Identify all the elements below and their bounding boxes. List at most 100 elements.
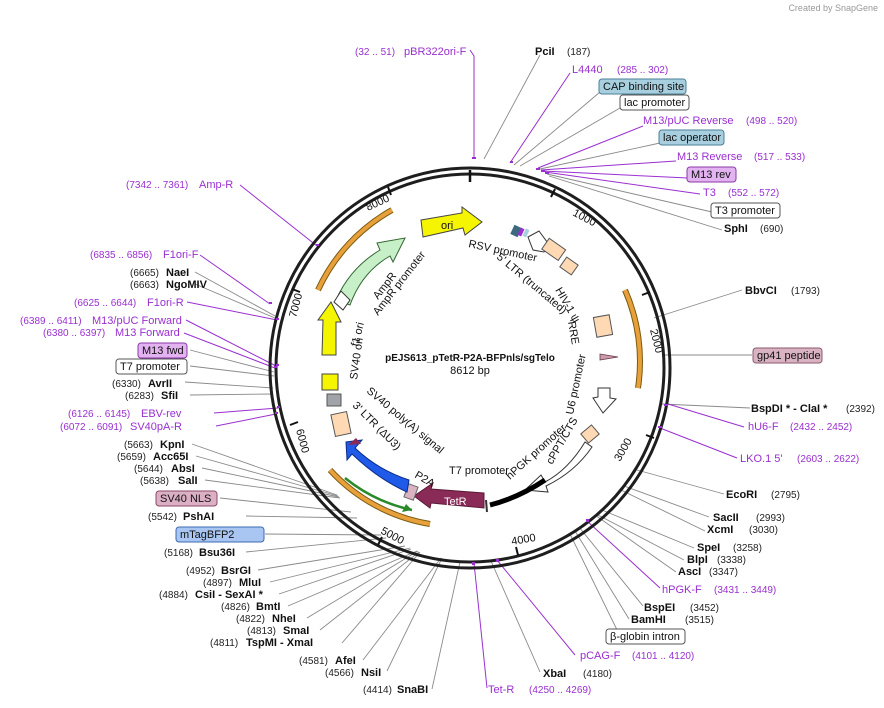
enzyme-pos: (6663) <box>130 280 159 291</box>
nls-marker <box>348 438 361 445</box>
primer-pos: (552 .. 572) <box>728 188 779 199</box>
enzyme-pos: (4414) <box>363 685 392 696</box>
enzyme-pos: (3347) <box>709 567 738 578</box>
enzyme-label: BsrGI <box>221 565 251 577</box>
primer-label: F1ori-F <box>163 249 199 261</box>
enzyme-label: CsiI - SexAI * <box>195 589 264 601</box>
tick-5000 <box>377 536 383 546</box>
position-ticks <box>289 170 655 556</box>
enzyme-pos: (3452) <box>690 603 719 614</box>
enzyme-label: TspMI - XmaI <box>246 637 313 649</box>
primer-label: M13 Reverse <box>677 151 742 163</box>
enzyme-label: MluI <box>239 577 261 589</box>
enzyme-pos: (5168) <box>164 548 193 559</box>
enzyme-label: NheI <box>272 613 296 625</box>
enzyme-pos: (3515) <box>685 615 714 626</box>
feature-box-label: CAP binding site <box>603 81 684 93</box>
hiv-psi-box <box>559 256 579 276</box>
primer-label: pBR322ori-F <box>404 46 467 58</box>
primer-label: F1ori-R <box>147 297 184 309</box>
enzyme-label: SalI <box>178 475 198 487</box>
enzyme-label: SacII <box>713 512 739 524</box>
enzyme-label: PciI <box>535 46 555 58</box>
tetr-label: TetR <box>444 496 467 508</box>
enzyme-label: NaeI <box>166 267 189 279</box>
tick-2000 <box>641 291 651 296</box>
primer-pos: (2432 .. 2452) <box>790 422 852 433</box>
primer-label: M13/pUC Reverse <box>643 115 733 127</box>
primer-pos: (517 .. 533) <box>754 152 805 163</box>
primer-pos: (285 .. 302) <box>617 65 668 76</box>
enzyme-pos: (4581) <box>299 656 328 667</box>
feature-box-gp41 <box>752 347 823 364</box>
enzyme-label: AvrII <box>148 378 172 390</box>
enzyme-label: AscI <box>678 566 701 578</box>
primer-pos: (2603 .. 2622) <box>797 454 859 465</box>
tick-label-2000: 2000 <box>647 328 665 355</box>
feature-box-label: M13 fwd <box>142 345 184 357</box>
enzyme-pos: (5659) <box>117 452 146 463</box>
t7-promoter-inner-label: T7 promoter <box>449 465 509 477</box>
feature-box-label: SV40 NLS <box>160 493 211 505</box>
enzyme-pos: (4813) <box>247 626 276 637</box>
enzyme-pos: (3030) <box>749 525 778 536</box>
feature-box-label: lac promoter <box>624 97 685 109</box>
outer-labels: (32 .. 51) pBR322ori-F PciI (187) L4440 … <box>20 46 875 696</box>
tetr-arrow <box>413 481 485 509</box>
primer-label: Amp-R <box>199 179 233 191</box>
primer-label: Tet-R <box>488 684 514 696</box>
enzyme-pos: (690) <box>760 224 783 235</box>
feature-box-t3prom <box>710 202 781 219</box>
sv40-ori-label: SV40 ori <box>348 337 366 380</box>
primer-label: hU6-F <box>748 421 779 433</box>
enzyme-pos: (2392) <box>846 404 875 415</box>
tick-3000 <box>645 434 655 439</box>
feature-box-lacprom <box>619 94 690 111</box>
top-small-features <box>510 224 530 238</box>
feature-box-label: mTagBFP2 <box>180 529 234 541</box>
bfp-arrow <box>345 439 410 493</box>
enzyme-pos: (4884) <box>159 590 188 601</box>
feature-box-label: T7 promoter <box>120 361 180 373</box>
backbone-outer <box>268 166 672 570</box>
enzyme-pos: (4822) <box>236 614 265 625</box>
tick-8000 <box>387 186 392 196</box>
primer-label: LKO.1 5' <box>740 453 782 465</box>
enzyme-pos: (2795) <box>771 490 800 501</box>
enzyme-pos: (187) <box>567 47 590 58</box>
plasmid-size: 8612 bp <box>450 365 490 377</box>
enzyme-pos: (4180) <box>583 669 612 680</box>
enzyme-pos: (6283) <box>125 391 154 402</box>
tick-7000 <box>291 288 301 293</box>
primer-label: L4440 <box>572 64 603 76</box>
enzyme-pos: (5663) <box>124 440 153 451</box>
orange-arc-right <box>623 289 642 389</box>
primer-label: EBV-rev <box>141 408 182 420</box>
primer-label: SV40pA-R <box>130 421 182 433</box>
feature-box-lacop <box>658 129 725 146</box>
enzyme-label: NgoMIV <box>166 279 208 291</box>
enzyme-label: SnaBI <box>397 684 428 696</box>
t7-tick <box>485 499 488 513</box>
primer-label: M13 Forward <box>115 327 180 339</box>
cppt-box <box>580 424 600 444</box>
enzyme-label: KpnI <box>160 439 184 451</box>
primer-pos: (32 .. 51) <box>355 47 395 58</box>
u6-promoter-label: U6 promoter <box>564 353 589 416</box>
enzyme-pos: (4952) <box>186 566 215 577</box>
primer-label: M13/pUC Forward <box>92 315 182 327</box>
enzyme-label: XbaI <box>543 668 566 680</box>
feature-box-m13rev <box>686 166 737 183</box>
enzyme-label: BamHI <box>631 614 666 626</box>
orange-feature-arcs <box>315 207 643 527</box>
enzyme-label: SpeI <box>697 542 720 554</box>
primer-pos: (4250 .. 4269) <box>529 685 591 696</box>
primer-pos: (3431 .. 3449) <box>714 585 776 596</box>
enzyme-label: BbvCI <box>745 285 777 297</box>
primer-markers <box>269 157 668 565</box>
feature-box-label: β-globin intron <box>610 631 680 643</box>
enzyme-label: NsiI <box>361 667 381 679</box>
enzyme-label: SphI <box>724 223 748 235</box>
enzyme-label: SmaI <box>283 625 309 637</box>
